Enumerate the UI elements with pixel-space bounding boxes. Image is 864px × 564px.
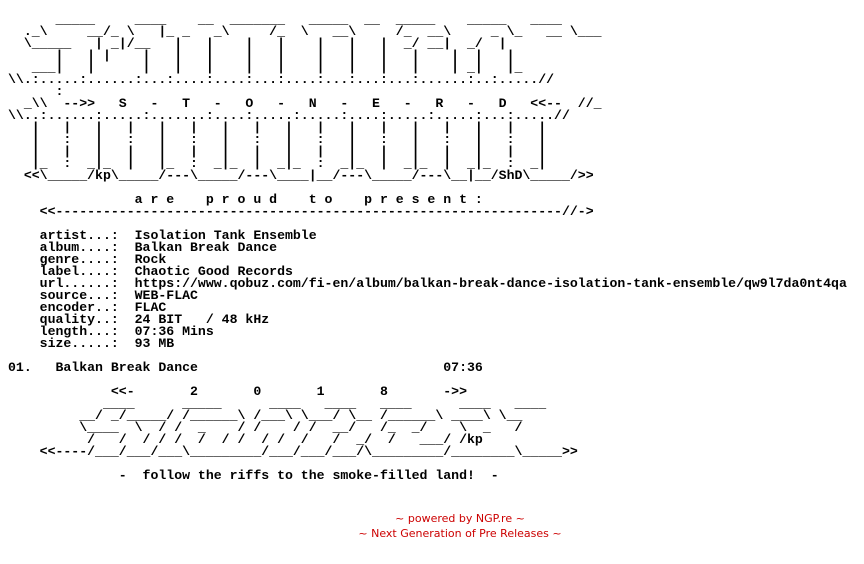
nfo-line: | | | | | | | | | | | | | | | | | (8, 120, 547, 135)
nfo-line: _\\ -->> S - T - O - N - E - R - D <<-- … (8, 96, 602, 111)
nfo-line: ._\ __/_ \ |_ _ _\ /_ \ __\ /_ __\ _ \_ … (8, 24, 602, 39)
nfo-line: <<----/___/___/___\_________/___/___/___… (8, 444, 578, 459)
footer-tagline: ~ Next Generation of Pre Releases ~ (358, 527, 562, 540)
nfo-line: \_____ | _|/__ | | | | | | | _/ __| _/ | (8, 36, 507, 51)
nfo-line: |_ : _|_ | |_ : _|_ | _|_ : _|_ | _|_ | … (8, 156, 547, 171)
nfo-line: a r e p r o u d t o p r e s e n t : (8, 192, 483, 207)
nfo-line: _____ ____ __ _______ _____ __ _____ ___… (8, 12, 562, 27)
nfo-line: \\..:......:.....:.......:....:.....:...… (8, 108, 570, 123)
nfo-line: 01. Balkan Break Dance 07:36 (8, 360, 483, 375)
nfo-line: url......: https://www.qobuz.com/fi-en/a… (8, 276, 847, 291)
nfo-line: encoder..: FLAC (8, 300, 167, 315)
nfo-line: artist...: Isolation Tank Ensemble (8, 228, 317, 243)
nfo-line: - follow the riffs to the smoke-filled l… (8, 468, 499, 483)
nfo-line: ___| | | | | | | | | | | | _| |_ (8, 60, 523, 75)
nfo-content: _____ ____ __ _______ _____ __ _____ ___… (8, 12, 847, 483)
nfo-line: | | | | | | | | | | | | | | | | | (8, 144, 547, 159)
nfo-line: album....: Balkan Break Dance (8, 240, 278, 255)
nfo-line: genre....: Rock (8, 252, 167, 267)
footer-powered-by: ~ powered by NGP.re ~ (395, 512, 525, 525)
nfo-line: ____ _____ ____ ____ ____ ____ ____ (8, 396, 547, 411)
nfo-line: \\.:.....:......:...:....:....:...:....:… (8, 72, 555, 87)
nfo-line: | : | : | : | : | : | : | : | : | (8, 132, 547, 147)
nfo-line: <<- 2 0 1 8 ->> (8, 384, 467, 399)
nfo-line: size.....: 93 MB (8, 336, 175, 351)
nfo-line: source...: WEB-FLAC (8, 288, 198, 303)
nfo-line: length...: 07:36 Mins (8, 324, 214, 339)
nfo-line: quality..: 24 BIT / 48 kHz (8, 312, 270, 327)
nfo-line: : (8, 84, 64, 99)
nfo-line: / / / / / / / / / / / / _/ / ___/ /kp (8, 432, 483, 447)
nfo-line: <<--------------------------------------… (8, 204, 594, 219)
nfo-line: | | | | | | | | | | | | | | | (8, 48, 515, 63)
nfo-line: label....: Chaotic Good Records (8, 264, 293, 279)
nfo-line: __/ _/_____/ /______\ /___\ \___/ \__ /_… (8, 408, 523, 423)
nfo-line: \____ \ / / _ / / / / __/ /_ _/ \ _ / (8, 420, 523, 435)
nfo-line: <<\_____/kp\_____/---\_____/---\____|__/… (8, 168, 594, 183)
